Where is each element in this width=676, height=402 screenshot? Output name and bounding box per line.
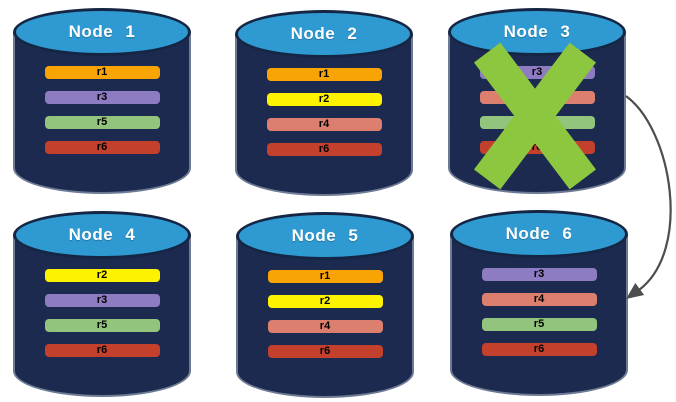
replica-bar-r4: r4 xyxy=(481,293,597,306)
replica-list: r2 r3 r5 r6 xyxy=(13,269,191,357)
db-node-node-5: Node 5 r1 r2 r4 r6 xyxy=(236,212,414,398)
replica-bar-r1: r1 xyxy=(267,270,383,283)
replica-bar-r4: r4 xyxy=(266,118,382,131)
replica-list: r1 r2 r4 r6 xyxy=(236,270,414,358)
replica-bar-r6: r6 xyxy=(266,143,382,156)
replica-bar-r2: r2 xyxy=(267,295,383,308)
db-node-node-6: Node 6 r3 r4 r5 r6 xyxy=(450,210,628,396)
cylinder-top: Node 2 xyxy=(235,10,413,58)
replica-bar-r3: r3 xyxy=(44,91,160,104)
replica-bar-r5: r5 xyxy=(44,319,160,332)
cylinder-body xyxy=(450,234,628,396)
replica-list: r1 r3 r5 r6 xyxy=(13,66,191,154)
cylinder-top: Node 4 xyxy=(13,211,191,259)
replica-bar-r1: r1 xyxy=(44,66,160,79)
replica-list: r3 r4 r5 r6 xyxy=(450,268,628,356)
cylinder-body xyxy=(236,236,414,398)
node-title: Node 2 xyxy=(290,24,358,43)
cylinder-body xyxy=(13,235,191,397)
db-node-node-1: Node 1 r1 r3 r5 r6 xyxy=(13,8,191,194)
cylinder-top: Node 3 xyxy=(448,8,626,56)
node-title: Node 3 xyxy=(503,22,571,41)
cylinder-body xyxy=(235,34,413,196)
cylinder-body xyxy=(13,32,191,194)
replica-bar-r3: r3 xyxy=(481,268,597,281)
replica-bar-r2: r2 xyxy=(44,269,160,282)
replica-bar-r6: r6 xyxy=(44,344,160,357)
cylinder-top: Node 6 xyxy=(450,210,628,258)
replica-bar-r3: r3 xyxy=(44,294,160,307)
cylinder-top: Node 1 xyxy=(13,8,191,56)
replica-bar-r5: r5 xyxy=(481,318,597,331)
node-title: Node 6 xyxy=(505,224,573,243)
replica-bar-r2: r2 xyxy=(266,93,382,106)
failover-arrowhead-icon xyxy=(626,283,645,299)
replica-bar-r6: r6 xyxy=(267,345,383,358)
node-title: Node 5 xyxy=(291,226,359,245)
db-node-node-2: Node 2 r1 r2 r4 r6 xyxy=(235,10,413,196)
replica-bar-r6: r6 xyxy=(44,141,160,154)
cylinder-top: Node 5 xyxy=(236,212,414,260)
failover-arrow-curve xyxy=(625,95,672,291)
replica-bar-r6: r6 xyxy=(481,343,597,356)
db-node-node-4: Node 4 r2 r3 r5 r6 xyxy=(13,211,191,397)
replica-bar-r1: r1 xyxy=(266,68,382,81)
replica-bar-r4: r4 xyxy=(267,320,383,333)
node-title: Node 1 xyxy=(68,22,136,41)
node-title: Node 4 xyxy=(68,225,136,244)
replica-list: r1 r2 r4 r6 xyxy=(235,68,413,156)
replica-bar-r5: r5 xyxy=(44,116,160,129)
